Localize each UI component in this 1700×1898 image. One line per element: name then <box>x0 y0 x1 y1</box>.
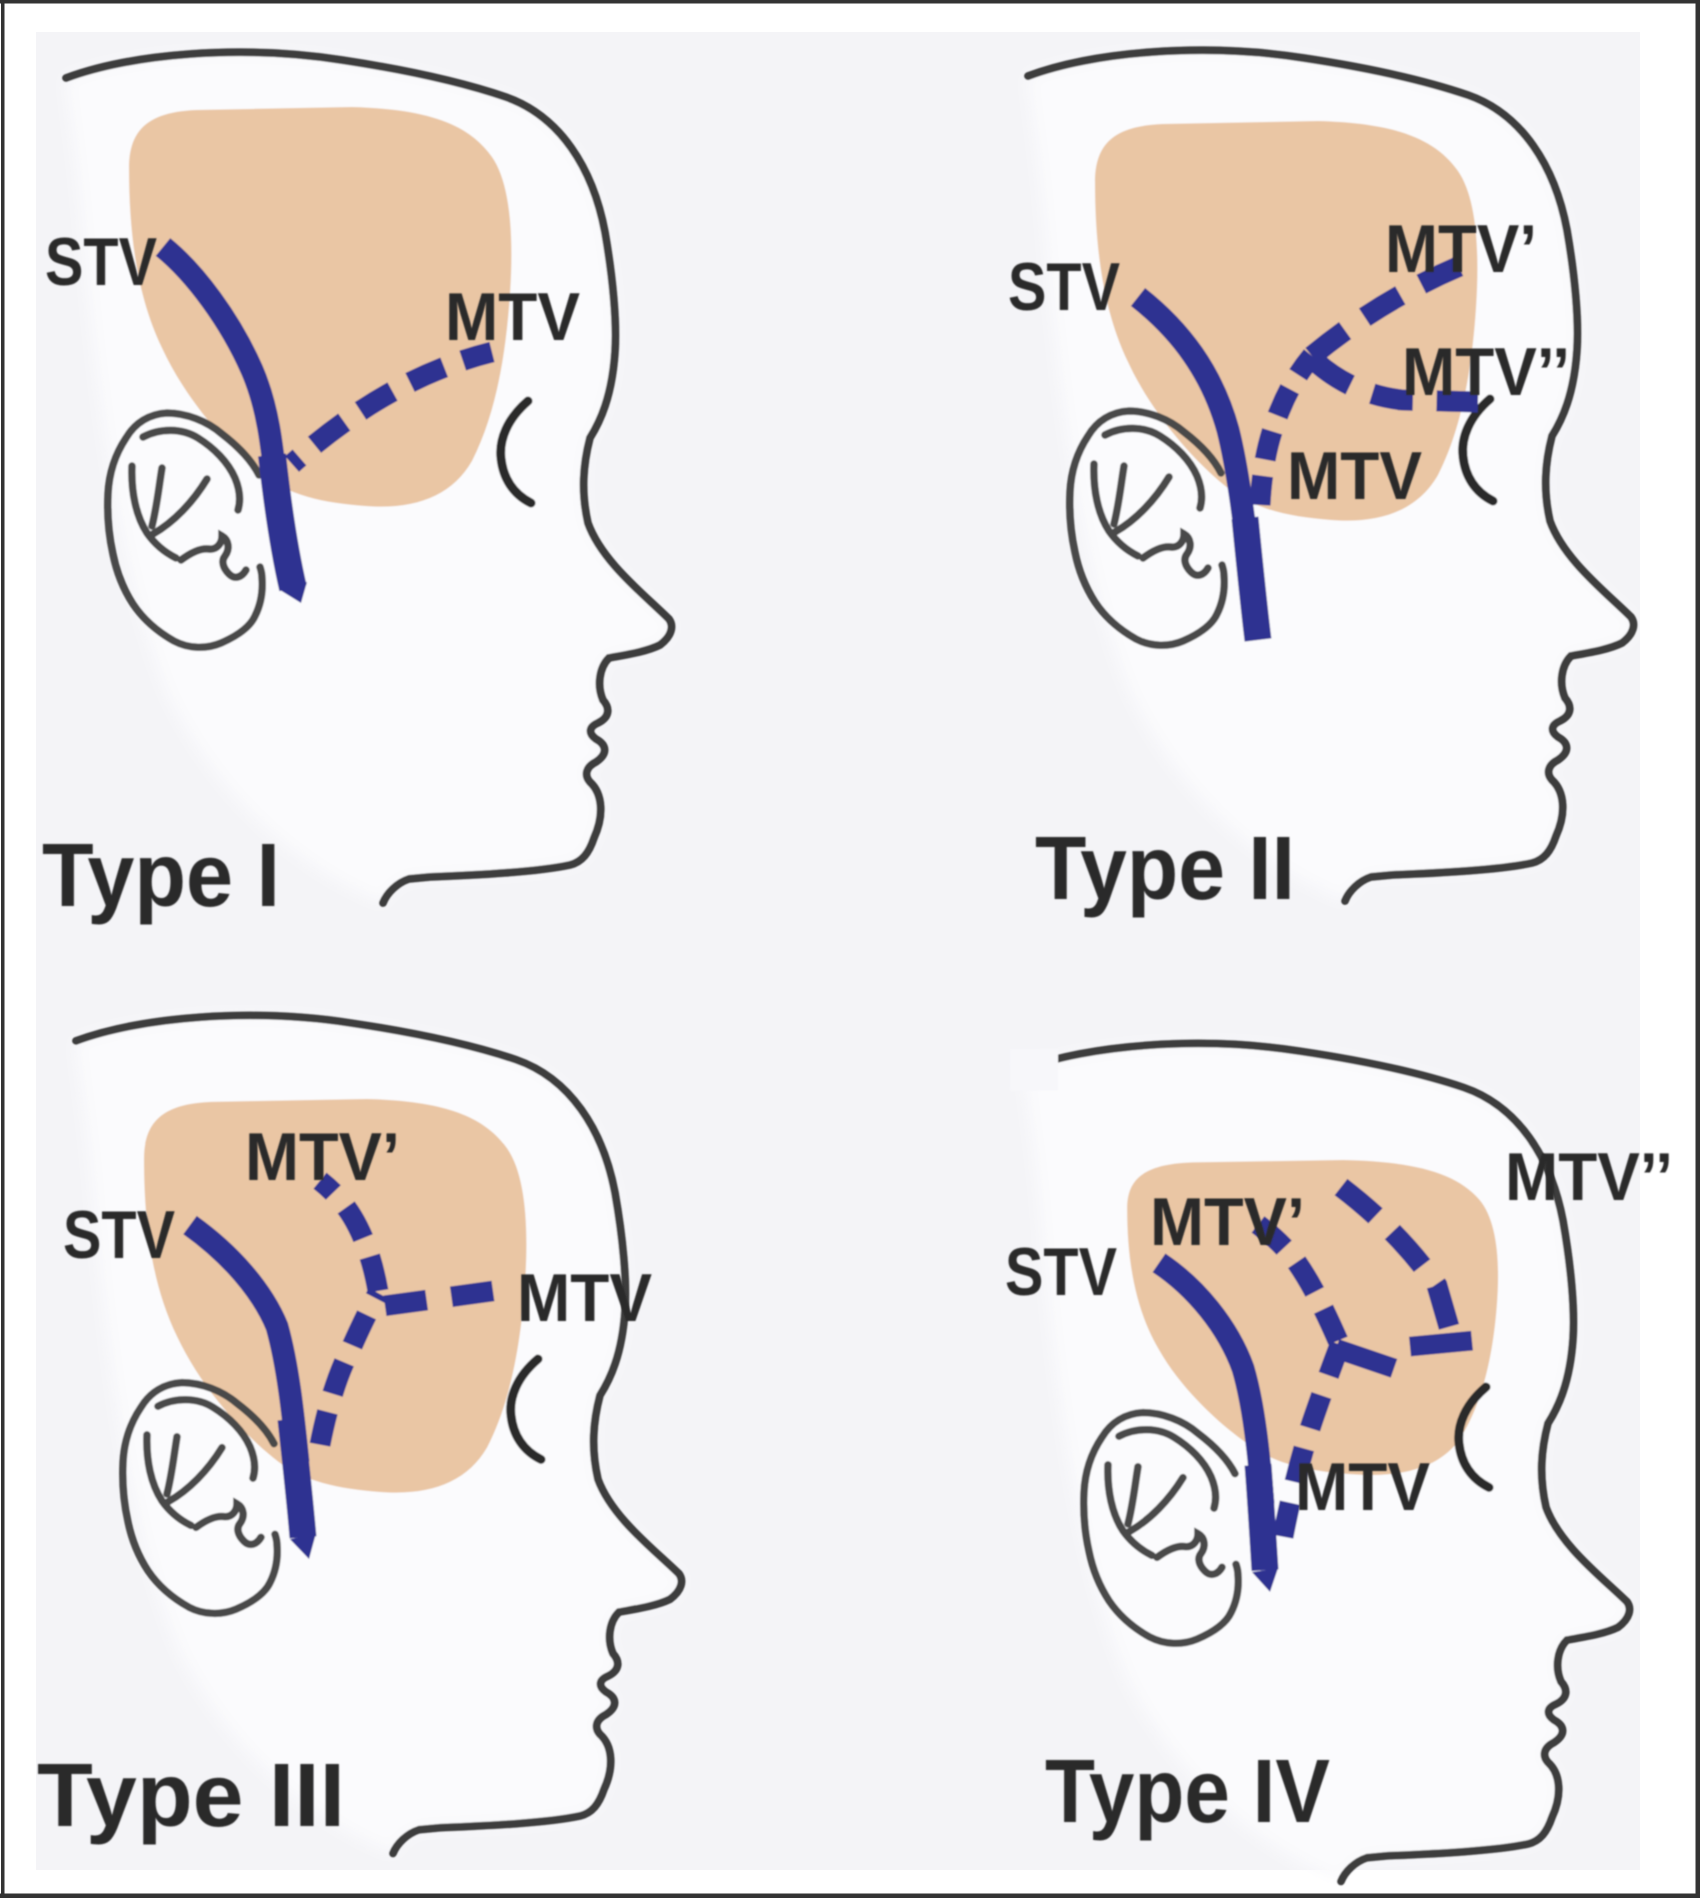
svg-text:Type III: Type III <box>37 1746 345 1846</box>
svg-text:Type IV: Type IV <box>1045 1742 1330 1842</box>
svg-text:Type I: Type I <box>42 826 280 926</box>
svg-text:MTV’’: MTV’’ <box>1505 1139 1673 1215</box>
svg-text:STV: STV <box>63 1197 175 1273</box>
svg-text:MTV’: MTV’ <box>245 1119 400 1195</box>
svg-text:MTV’’: MTV’’ <box>1402 334 1570 410</box>
svg-text:MTV: MTV <box>445 279 580 355</box>
svg-text:MTV: MTV <box>1287 438 1422 514</box>
svg-text:STV: STV <box>45 224 157 300</box>
svg-text:STV: STV <box>1005 1234 1117 1310</box>
svg-text:MTV’: MTV’ <box>1385 211 1537 287</box>
svg-text:Type II: Type II <box>1035 819 1295 919</box>
svg-text:MTV’: MTV’ <box>1150 1184 1305 1260</box>
svg-text:MTV: MTV <box>517 1260 652 1336</box>
svg-text:STV: STV <box>1008 249 1120 325</box>
svg-text:MTV: MTV <box>1295 1449 1430 1525</box>
